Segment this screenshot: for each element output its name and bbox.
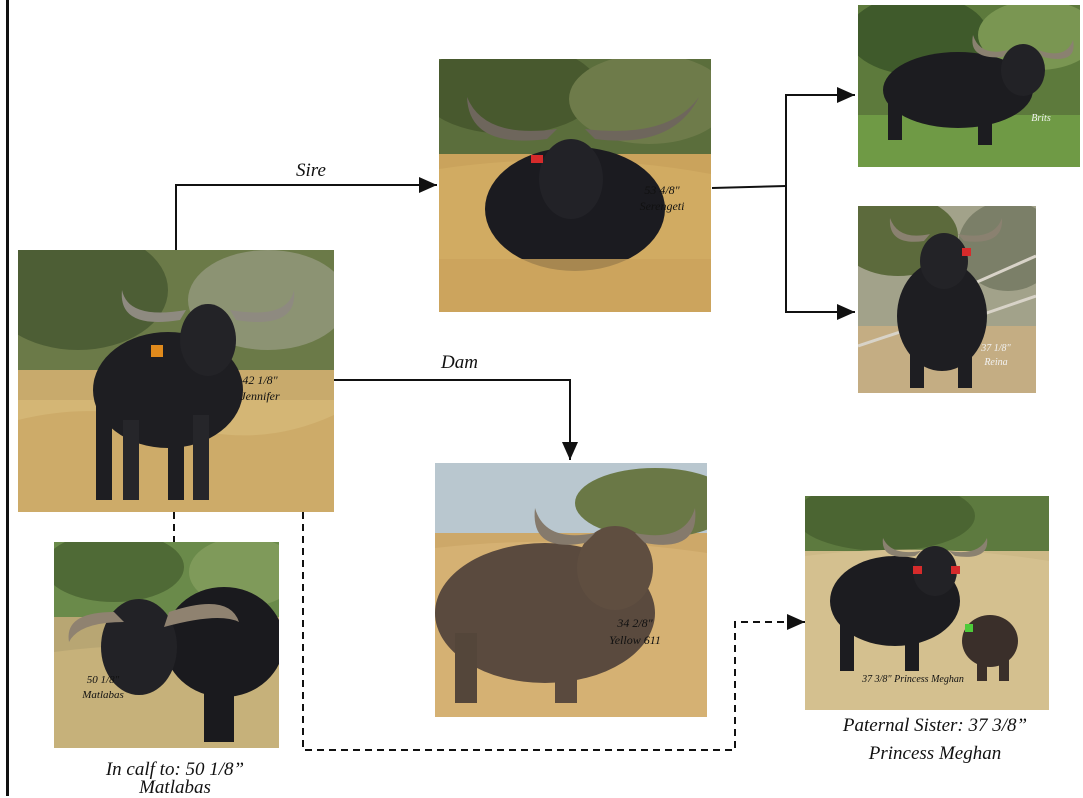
yellow611-photo — [435, 463, 707, 717]
jennifer-name: Jennifer — [215, 389, 305, 403]
sire-offspring-reina-connector — [786, 186, 855, 312]
brits-photo — [858, 5, 1080, 167]
princess-meghan-name: Princess Meghan — [894, 674, 964, 685]
reina-measure: 37 1/8" — [966, 343, 1026, 355]
princess-meghan-photo-label: 37 3/8" Princess Meghan — [833, 673, 993, 687]
sister-caption-line2: Princess Meghan — [810, 744, 1060, 764]
serengeti-name: Serengeti — [622, 199, 702, 213]
sister-caption-line1: Paternal Sister: 37 3/8” — [810, 716, 1060, 736]
sire-connector — [176, 185, 437, 250]
sire-offspring-brits-connector — [786, 95, 855, 186]
calf-caption-line2: Matlabas — [60, 778, 290, 798]
jennifer-measure: 42 1/8" — [215, 373, 305, 387]
dam-connector — [334, 380, 570, 460]
matlabas-measure: 50 1/8" — [68, 673, 138, 687]
princess-meghan-measure: 37 3/8" — [862, 674, 891, 685]
yellow611-measure: 34 2/8" — [595, 616, 675, 630]
yellow611-name: Yellow 611 — [590, 633, 680, 647]
brits-name: Brits — [1016, 112, 1066, 126]
sire-label: Sire — [296, 160, 326, 182]
serengeti-measure: 53 4/8" — [622, 183, 702, 197]
sire-trunk-connector — [712, 186, 786, 188]
reina-name: Reina — [966, 357, 1026, 369]
matlabas-name: Matlabas — [68, 688, 138, 702]
matlabas-photo — [54, 542, 279, 748]
dam-label: Dam — [441, 352, 478, 374]
